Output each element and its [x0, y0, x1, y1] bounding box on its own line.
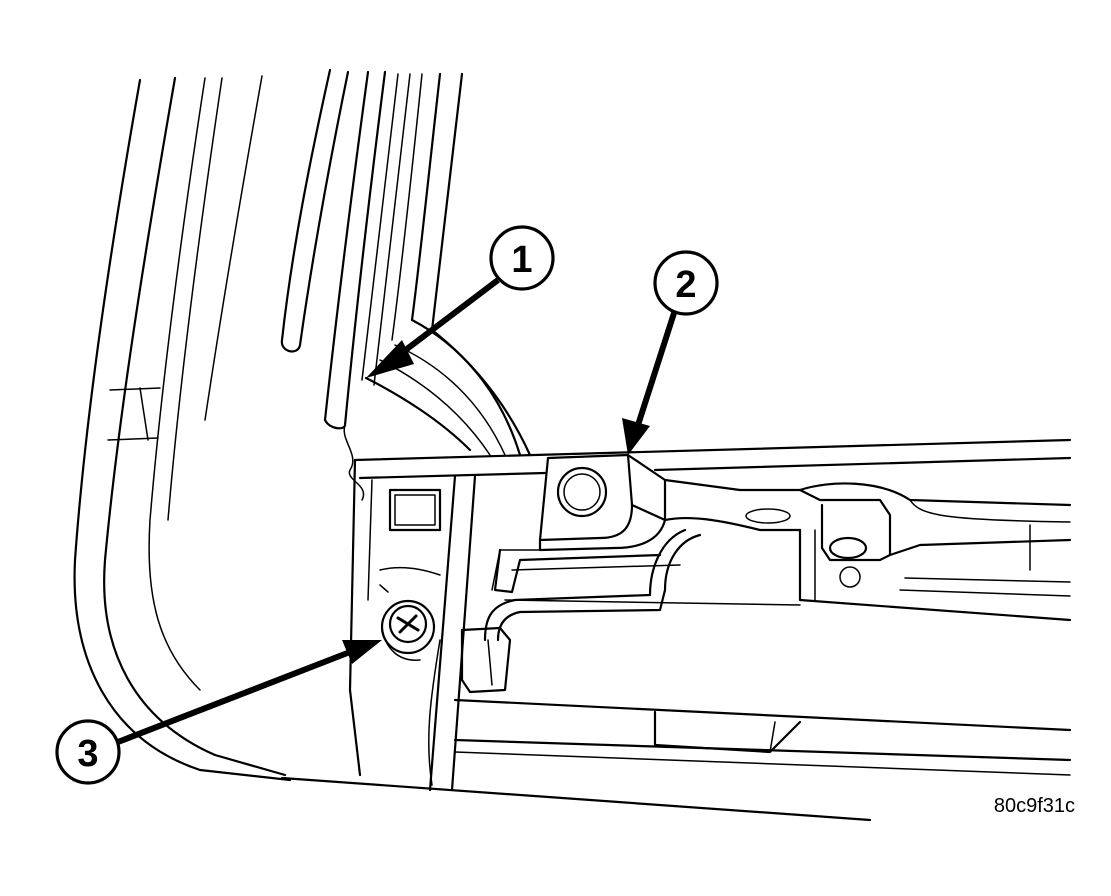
guide-rail — [460, 528, 801, 694]
callout-2-label: 2 — [675, 264, 696, 306]
mounting-bracket — [491, 453, 1072, 591]
screw-fastener — [380, 599, 436, 661]
callout-1-label: 1 — [511, 239, 532, 281]
figure-id: 80c9f31c — [994, 795, 1075, 817]
callout-3-label: 3 — [77, 733, 98, 775]
window-channel — [280, 68, 464, 501]
callout-1: 1 — [366, 225, 555, 378]
latch-mechanism — [798, 488, 1072, 622]
callout-2: 2 — [622, 250, 719, 455]
body-pillar-outline — [73, 75, 292, 782]
corner-sweep — [364, 318, 532, 457]
pillar-square-hole — [379, 488, 442, 593]
callout-3: 3 — [55, 640, 382, 785]
door-frame — [280, 438, 1072, 822]
